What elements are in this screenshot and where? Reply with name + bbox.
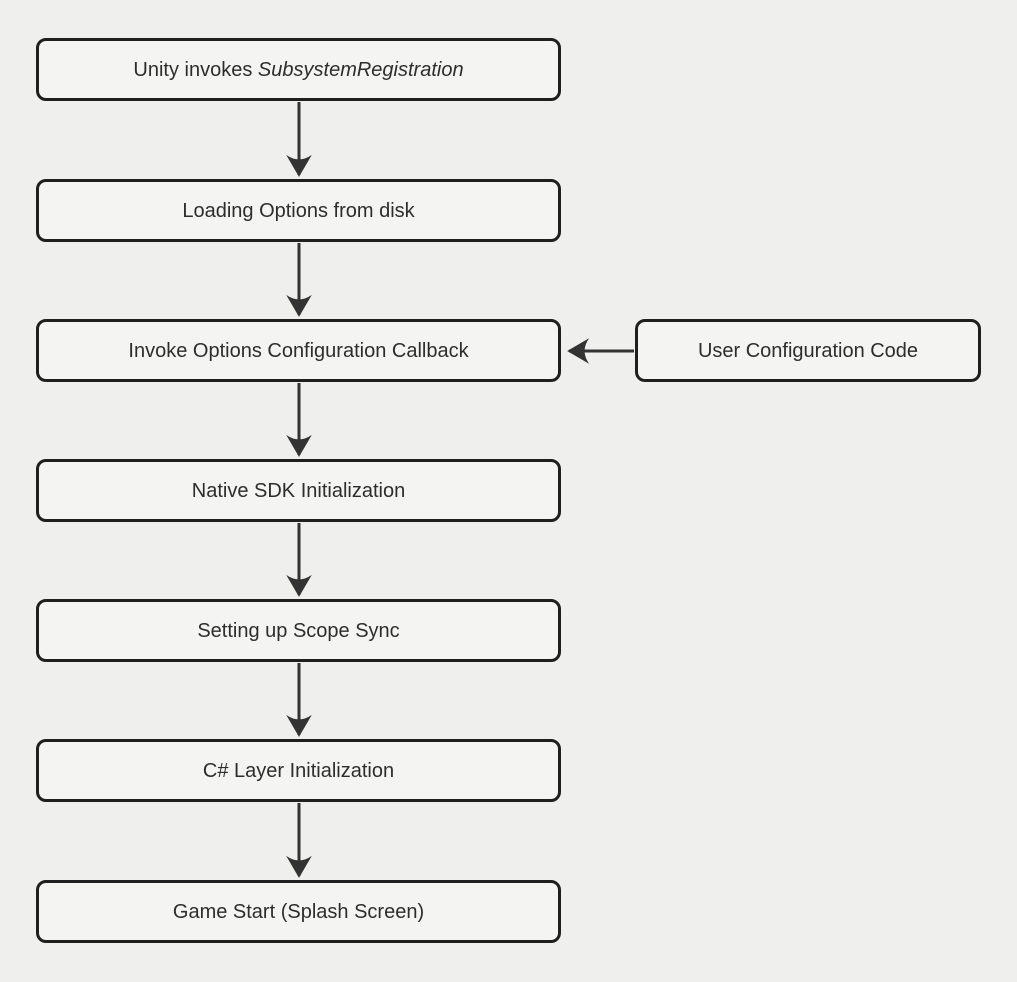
node-native-sdk-initialization: Native SDK Initialization (36, 459, 561, 522)
node-csharp-layer-initialization: C# Layer Initialization (36, 739, 561, 802)
node-label: C# Layer Initialization (202, 759, 395, 782)
node-label: User Configuration Code (697, 339, 919, 362)
node-label: Unity invokes SubsystemRegistration (133, 58, 463, 82)
node-unity-invokes-subsystem-registration: Unity invokes SubsystemRegistration (36, 38, 561, 101)
node-invoke-options-configuration-callback: Invoke Options Configuration Callback (36, 319, 561, 382)
node-label-text: Unity invokes (133, 58, 258, 81)
node-label: Invoke Options Configuration Callback (128, 339, 469, 362)
node-game-start-splash-screen: Game Start (Splash Screen) (36, 880, 561, 943)
node-label: Native SDK Initialization (191, 479, 406, 502)
node-label: Loading Options from disk (182, 199, 415, 222)
node-label-italic: SubsystemRegistration (257, 58, 464, 81)
node-loading-options-from-disk: Loading Options from disk (36, 179, 561, 242)
node-setting-up-scope-sync: Setting up Scope Sync (36, 599, 561, 662)
node-label: Game Start (Splash Screen) (172, 900, 425, 923)
node-label: Setting up Scope Sync (197, 619, 400, 642)
node-user-configuration-code: User Configuration Code (635, 319, 981, 382)
